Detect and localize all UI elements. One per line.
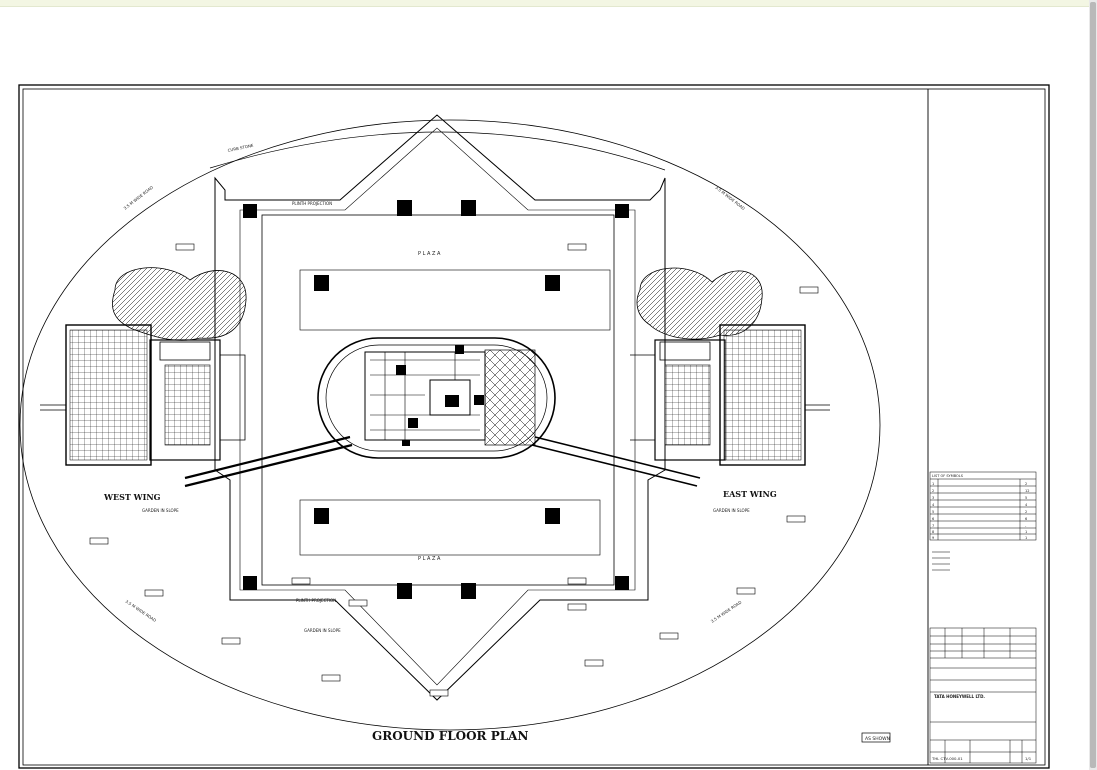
cable-key-lines	[932, 551, 950, 571]
plinth-outline	[214, 114, 666, 701]
legend-header: LIST OF SYMBOLS	[932, 474, 964, 478]
drawing-title: GROUND FLOOR PLAN	[372, 729, 528, 743]
legend-row-qty: 1	[1025, 530, 1027, 534]
central-oval-inner	[325, 344, 548, 452]
east-wing-label: EAST WING	[723, 489, 777, 499]
plaza-bottom-label: P L A Z A	[418, 556, 441, 562]
west-wing-label: WEST WING	[103, 492, 161, 502]
plinth-inner-outline	[239, 127, 636, 686]
legend-row-no: 9	[932, 536, 934, 540]
viewer-top-bar	[0, 0, 1089, 7]
legend-row-qty: 2	[1025, 510, 1027, 514]
curb-stone-label: CURB STONE	[227, 143, 254, 153]
garden-east-label: GARDEN IN SLOPE	[713, 508, 750, 513]
east-wing	[630, 267, 830, 466]
sheet-number: 1/1	[1025, 756, 1032, 761]
legend-row-qty: 5	[1025, 496, 1027, 500]
drawing-number: THL CTV-000-01	[931, 756, 963, 761]
legend-row-no: 4	[932, 503, 935, 507]
legend-row-no: 2	[932, 489, 934, 493]
legend-row-qty: -	[1025, 524, 1027, 528]
legend-row-no: 7	[932, 524, 934, 528]
sheet-inner-border	[22, 88, 1046, 766]
core-dark-blocks	[396, 345, 484, 446]
road-se-label: 3.5 M WIDE ROAD	[710, 600, 743, 624]
central-oval-outer	[317, 337, 556, 459]
vertical-scrollbar-thumb[interactable]	[1090, 2, 1096, 768]
core-details	[370, 352, 480, 440]
scale-note-box	[861, 732, 891, 743]
sheet-outer-border	[18, 84, 1050, 769]
plinth-top-label: PLINTH PROJECTION	[292, 201, 332, 206]
central-hatch	[484, 349, 536, 446]
legend-row-qty: 2	[1025, 482, 1027, 486]
site-road-ellipse	[19, 119, 881, 731]
client-name: TATA HONEYWELL LTD.	[934, 694, 985, 699]
legend-rows: 1 2 2 12 3 5 4 4 5 2 6 6 7 - 8 1 9 1	[932, 482, 1029, 540]
bridge-west	[184, 435, 353, 488]
legend-table	[929, 471, 1037, 541]
title-block	[929, 627, 1037, 764]
corridor-loop	[261, 214, 615, 586]
legend-row-no: 8	[932, 530, 934, 534]
road-sw-label: 3.5 M WIDE ROAD	[124, 599, 157, 623]
road-ne-label: 3.5 M WIDE ROAD	[714, 185, 745, 211]
central-core	[364, 351, 486, 441]
inner-corridor-top	[299, 269, 611, 331]
grid-tags	[89, 243, 819, 697]
garden-west-label: GARDEN IN SLOPE	[142, 508, 179, 513]
legend-row-no: 5	[932, 510, 934, 514]
legend-row-qty: 1	[1025, 536, 1027, 540]
garden-bottom-label: GARDEN IN SLOPE	[304, 628, 341, 633]
curb-arc-top	[209, 131, 666, 171]
legend-row-qty: 12	[1025, 489, 1029, 493]
legend-row-no: 3	[932, 496, 934, 500]
plaza-top-label: P L A Z A	[418, 251, 441, 257]
scale-note: AS SHOWN	[865, 736, 890, 742]
legend-row-no: 1	[932, 482, 934, 486]
inner-corridor-bottom	[299, 499, 601, 556]
legend-row-qty: 4	[1025, 503, 1028, 507]
columns	[243, 200, 629, 599]
legend-row-qty: 6	[1025, 517, 1027, 521]
bridge-east	[531, 436, 701, 487]
west-wing	[40, 267, 247, 466]
plinth-bottom-label: PLINTH PROJECTION	[296, 598, 336, 603]
legend-row-no: 6	[932, 517, 934, 521]
